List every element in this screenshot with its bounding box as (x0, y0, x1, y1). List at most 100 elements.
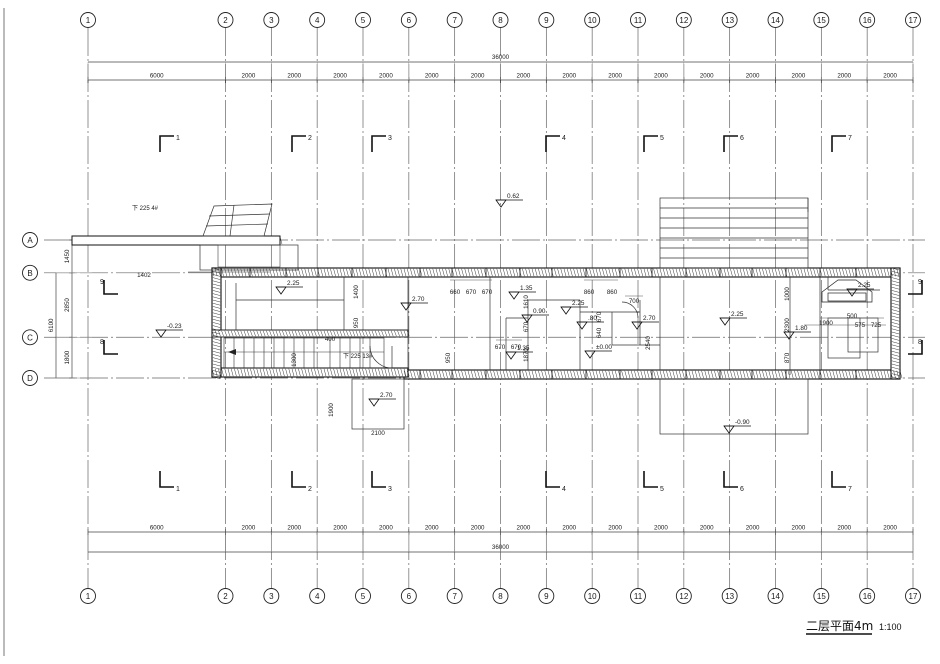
grid-bubble-top-14-label: 14 (771, 16, 780, 25)
section-marker-left-8[interactable] (103, 340, 118, 355)
section-marker-right-9[interactable] (908, 280, 923, 295)
grid-bubble-bottom-7[interactable] (446, 588, 463, 604)
hatch-tick (212, 302, 221, 306)
section-marker-top-3[interactable] (371, 135, 386, 152)
hatch-tick (374, 268, 378, 277)
grid-bubble-top-9[interactable] (538, 12, 555, 28)
hatch-tick (506, 268, 509, 277)
hatch-tick (608, 268, 612, 277)
grid-bubble-top-17[interactable] (905, 12, 921, 28)
grid-bubble-bottom-17[interactable] (905, 588, 921, 604)
section-marker-bottom-1[interactable] (159, 471, 174, 488)
grid-bubble-bottom-16[interactable] (859, 588, 876, 604)
section-marker-top-1[interactable] (159, 135, 174, 152)
grid-bubble-top-14[interactable] (767, 12, 784, 28)
grid-bubble-bottom-15[interactable] (813, 588, 830, 604)
section-marker-top-6[interactable] (723, 135, 738, 152)
hatch-tick (374, 368, 378, 377)
hatch-tick (272, 330, 276, 337)
grid-bubble-bottom-9[interactable] (538, 588, 555, 604)
grid-bubble-bottom-8[interactable] (492, 588, 509, 604)
grid-bubble-top-13-label: 13 (725, 16, 734, 25)
hatch-tick (891, 370, 900, 373)
dim-win-860a: 860 (584, 289, 595, 296)
hatch-tick (720, 268, 724, 277)
hatch-tick (266, 368, 269, 377)
grid-bubble-top-11[interactable] (630, 12, 646, 28)
hatch-tick (506, 370, 509, 379)
hatch-tick (406, 368, 410, 377)
interior-stair (223, 337, 385, 369)
grid-bubble-top-1[interactable] (80, 12, 96, 28)
grid-bubble-top-15[interactable] (813, 12, 830, 28)
grid-bubble-top-5-label: 5 (361, 16, 366, 25)
top-dim-value: 2000 (562, 73, 576, 80)
grid-bubble-left-A[interactable] (22, 232, 38, 248)
section-marker-bottom-5[interactable] (643, 471, 658, 488)
section-marker-left-9[interactable] (103, 280, 118, 295)
grid-bubble-bottom-3[interactable] (263, 588, 280, 604)
grid-bubble-top-13[interactable] (721, 12, 738, 28)
grid-bubble-left-B[interactable] (22, 264, 38, 281)
grid-bubble-top-10[interactable] (584, 12, 601, 28)
grid-bubble-top-8[interactable] (492, 12, 509, 28)
hatch-tick (403, 330, 407, 337)
hatch-tick (755, 268, 759, 277)
left-dim-value: 2850 (64, 298, 71, 312)
hatch-tick (624, 370, 628, 379)
grid-bubble-bottom-2[interactable] (217, 588, 234, 604)
grid-bubble-top-3[interactable] (263, 12, 280, 28)
grid-bubble-bottom-4[interactable] (309, 588, 326, 604)
grid-bubble-bottom-5[interactable] (355, 588, 371, 604)
hatch-tick (250, 368, 253, 377)
exterior-stair-top-right (659, 197, 809, 269)
grid-bubble-bottom-13[interactable] (721, 588, 738, 604)
hatch-tick (352, 368, 356, 377)
section-marker-bottom-2[interactable] (291, 471, 306, 488)
section-marker-bottom-7[interactable] (831, 471, 846, 488)
grid-bubble-top-12[interactable] (675, 12, 692, 28)
hatch-tick (320, 368, 324, 377)
hatch-tick (416, 370, 420, 379)
grid-bubble-top-2[interactable] (217, 12, 234, 28)
hatch-tick (212, 347, 221, 351)
grid-bubble-top-6[interactable] (400, 12, 417, 28)
grid-bubble-bottom-10[interactable] (584, 588, 601, 604)
section-marker-bottom-3[interactable] (371, 471, 386, 488)
grid-bubble-bottom-14[interactable] (767, 588, 784, 604)
grid-bubble-bottom-11[interactable] (630, 588, 646, 604)
section-marker-bottom-6[interactable] (723, 471, 738, 488)
grid-bubble-bottom-6[interactable] (400, 588, 417, 604)
hatch-tick (470, 370, 474, 379)
hatch-tick (326, 330, 330, 337)
hatch-tick (739, 268, 743, 277)
section-marker-top-7[interactable] (831, 135, 846, 152)
grid-bubble-left-D[interactable] (22, 370, 38, 386)
section-marker-top-5[interactable] (643, 135, 658, 152)
grid-bubble-left-C[interactable] (22, 329, 38, 346)
hatch-tick (611, 268, 615, 277)
grid-bubble-bottom-1[interactable] (80, 588, 96, 604)
dim-win-670c: 670 (495, 344, 506, 351)
section-marker-right-8[interactable] (908, 340, 923, 355)
hatch-tick (294, 368, 298, 377)
grid-bubble-top-16[interactable] (859, 12, 876, 28)
section-marker-top-2[interactable] (291, 135, 306, 152)
hatch-tick (621, 370, 624, 379)
hatch-tick (333, 368, 336, 377)
grid-bubble-bottom-12[interactable] (675, 588, 692, 604)
grid-bubble-top-5[interactable] (355, 12, 371, 28)
hatch-tick (212, 312, 221, 316)
grid-bubble-top-7[interactable] (446, 12, 463, 28)
section-marker-bottom-4[interactable] (545, 471, 560, 488)
hatch-tick (288, 368, 292, 377)
hatch-tick (544, 268, 548, 277)
section-marker-top-4[interactable] (545, 135, 560, 152)
hatch-tick (212, 373, 221, 376)
hatch-tick (861, 268, 864, 277)
grid-bubble-top-4[interactable] (309, 12, 326, 28)
hatch-tick (509, 370, 512, 379)
hatch-tick (835, 370, 839, 379)
section-marker-bottom-4-label: 4 (562, 486, 566, 493)
hatch-tick (314, 268, 317, 277)
